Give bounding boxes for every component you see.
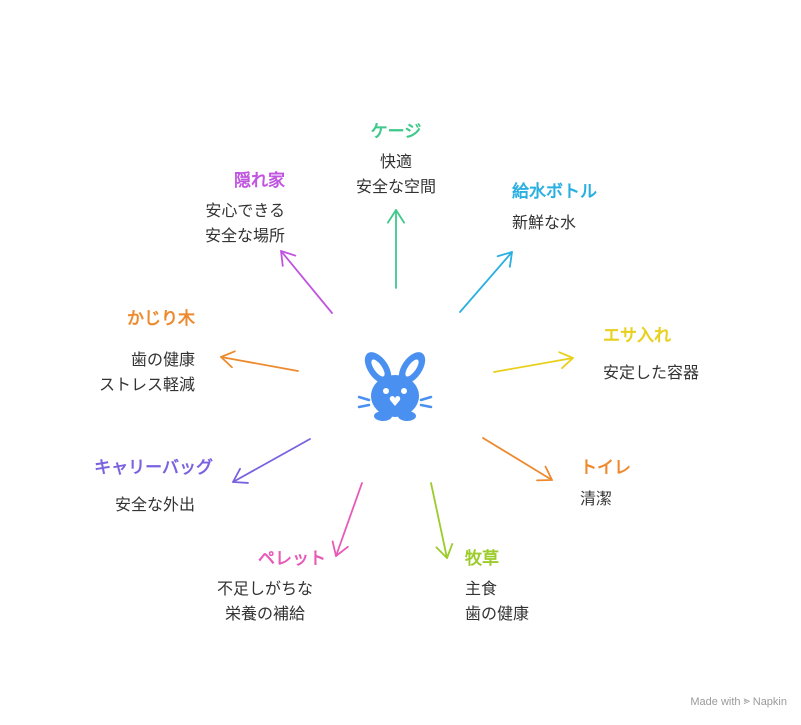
arrow-hideout	[280, 250, 333, 314]
node-desc-carrier: 安全な外出	[115, 495, 195, 514]
napkin-icon: ⪢	[743, 695, 750, 707]
arrow-pellet	[331, 482, 363, 557]
node-title-toilet: トイレ	[580, 458, 631, 478]
arrow-toilet	[482, 437, 553, 482]
footer: Made with ⪢ Napkin	[690, 695, 787, 708]
node-desc-chew-wood: 歯の健康	[131, 350, 195, 369]
node-desc-food-bowl: 安定した容器	[603, 363, 699, 382]
node-desc-hay: 歯の健康	[465, 604, 529, 623]
arrow-cage	[386, 209, 406, 289]
node-desc-pellet: 不足しがちな	[217, 579, 313, 598]
arrow-water-bottle	[459, 251, 513, 313]
node-title-hay: 牧草	[465, 548, 499, 569]
arrow-hay	[430, 482, 454, 559]
arrow-food-bowl	[493, 351, 574, 373]
node-title-hideout: 隠れ家	[234, 170, 285, 191]
node-desc-hideout: 安全な場所	[205, 226, 285, 245]
node-title-food-bowl: エサ入れ	[603, 326, 671, 346]
arrows-layer	[220, 209, 574, 559]
node-title-chew-wood: かじり木	[127, 308, 196, 329]
node-title-cage: ケージ	[371, 122, 422, 142]
footer-text: Made with	[690, 695, 741, 708]
arrow-chew-wood	[220, 350, 299, 372]
node-desc-hideout: 安心できる	[205, 201, 285, 220]
node-title-water-bottle: 給水ボトル	[512, 181, 597, 202]
node-title-pellet: ペレット	[258, 549, 326, 569]
node-desc-water-bottle: 新鮮な水	[512, 213, 576, 232]
node-desc-hay: 主食	[465, 579, 497, 598]
rabbit-icon	[357, 352, 433, 421]
node-desc-toilet: 清潔	[580, 489, 612, 508]
node-desc-chew-wood: ストレス軽減	[99, 375, 195, 394]
node-desc-cage: 快適	[380, 152, 412, 171]
node-desc-pellet: 栄養の補給	[225, 604, 305, 623]
node-desc-cage: 安全な空間	[356, 177, 436, 196]
node-title-carrier: キャリーバッグ	[94, 457, 213, 478]
footer-brand: Napkin	[752, 695, 787, 708]
labels-layer: ケージ快適安全な空間給水ボトル新鮮な水エサ入れ安定した容器トイレ清潔牧草主食歯の…	[94, 122, 699, 623]
arrow-carrier	[232, 438, 311, 484]
